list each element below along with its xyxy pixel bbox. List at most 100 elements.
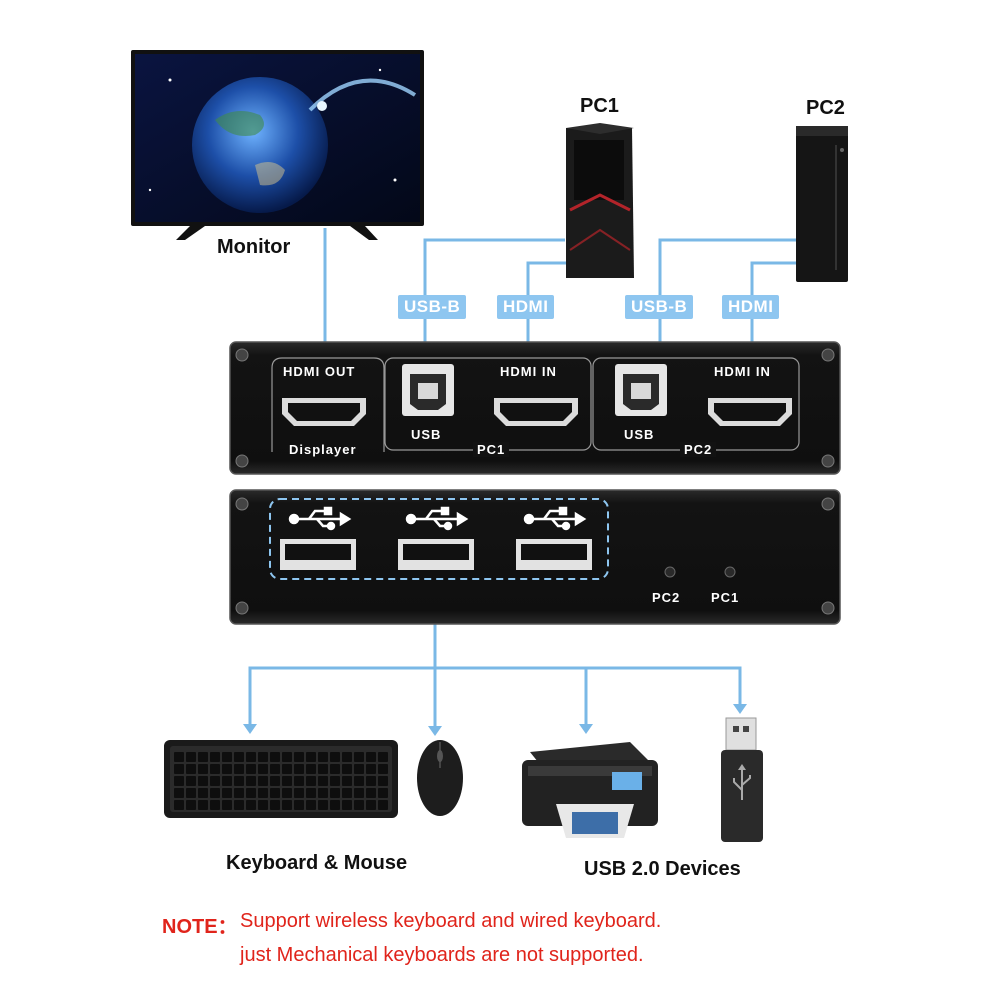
cable-pc1-hdmi <box>526 261 575 375</box>
keyboard-key <box>366 764 376 774</box>
keyboard-key <box>318 800 328 810</box>
usb-flash-drive-illustration <box>721 717 763 842</box>
keyboard-key <box>330 752 340 762</box>
usb-symbols <box>288 506 587 531</box>
tag-pc2-usb-b: USB-B <box>625 295 694 319</box>
keyboard-key <box>174 764 184 774</box>
keyboard-key <box>270 752 280 762</box>
keyboard-key <box>318 776 328 786</box>
keyboard-key <box>294 764 304 774</box>
keyboard-key <box>330 800 340 810</box>
keyboard-key <box>306 800 316 810</box>
keyboard-key <box>318 764 328 774</box>
keyboard-key <box>294 752 304 762</box>
keyboard-key <box>342 752 352 762</box>
usb-devices-label: USB 2.0 Devices <box>584 858 741 880</box>
keyboard-key <box>354 752 364 762</box>
keyboard-key <box>318 752 328 762</box>
pc2-hdmi-in-label: HDMI IN <box>714 364 771 379</box>
keyboard-key <box>270 800 280 810</box>
led-pc2-label: PC2 <box>652 590 681 605</box>
keyboard-key <box>378 752 388 762</box>
mouse-illustration <box>417 740 463 816</box>
keyboard-key <box>210 752 220 762</box>
keyboard-key <box>186 764 196 774</box>
led-pc1-label: PC1 <box>711 590 740 605</box>
keyboard-key <box>294 776 304 786</box>
keyboard-key <box>354 776 364 786</box>
printer-illustration <box>522 742 658 838</box>
keyboard-key <box>354 788 364 798</box>
keyboard-illustration <box>164 740 398 818</box>
keyboard-key <box>282 752 292 762</box>
keyboard-key <box>330 764 340 774</box>
keyboard-key <box>198 788 208 798</box>
keyboard-key <box>306 776 316 786</box>
hdmi-out-label: HDMI OUT <box>283 364 356 379</box>
keyboard-key <box>222 776 232 786</box>
keyboard-key <box>342 764 352 774</box>
keyboard-key <box>258 764 268 774</box>
keyboard-key <box>282 800 292 810</box>
keyboard-key <box>210 800 220 810</box>
keyboard-key <box>378 800 388 810</box>
note-line-2: just Mechanical keyboards are not suppor… <box>240 944 644 966</box>
keyboard-key <box>354 764 364 774</box>
keyboard-key <box>306 788 316 798</box>
keyboard-key <box>306 752 316 762</box>
pc1-label: PC1 <box>580 95 619 117</box>
keyboard-key <box>222 764 232 774</box>
keyboard-key <box>282 764 292 774</box>
keyboard-key <box>342 776 352 786</box>
keyboard-key <box>330 788 340 798</box>
tag-pc1-hdmi: HDMI <box>497 295 555 319</box>
keyboard-key <box>174 788 184 798</box>
cable-arrows <box>243 704 747 736</box>
keyboard-key <box>258 788 268 798</box>
keyboard-key <box>318 788 328 798</box>
pc2-tower-illustration <box>796 126 848 282</box>
keyboard-key <box>198 752 208 762</box>
keyboard-key <box>234 800 244 810</box>
keyboard-key <box>354 800 364 810</box>
keyboard-key <box>234 788 244 798</box>
keyboard-key <box>174 776 184 786</box>
keyboard-key <box>258 800 268 810</box>
keyboard-key <box>234 752 244 762</box>
keyboard-key <box>246 776 256 786</box>
keyboard-key <box>186 800 196 810</box>
keyboard-key <box>378 788 388 798</box>
pc1-hdmi-in-label: HDMI IN <box>500 364 557 379</box>
kvm-front-panel <box>229 489 841 625</box>
cable-usb-hub-distribution <box>248 666 742 726</box>
keyboard-key <box>258 776 268 786</box>
keyboard-key <box>330 776 340 786</box>
pc2-group-label: PC2 <box>680 442 717 457</box>
keyboard-key <box>246 764 256 774</box>
cable-pc2-hdmi <box>750 261 812 375</box>
pc1-tower-illustration <box>566 123 634 278</box>
keyboard-key <box>342 788 352 798</box>
keyboard-key <box>282 788 292 798</box>
cable-pc2-usb <box>658 238 805 363</box>
monitor-illustration <box>131 50 424 240</box>
keyboard-key <box>366 776 376 786</box>
tag-pc1-usb-b: USB-B <box>398 295 467 319</box>
keyboard-key <box>270 776 280 786</box>
cable-pc1-usb <box>423 238 565 363</box>
keyboard-key <box>198 764 208 774</box>
keyboard-key <box>186 752 196 762</box>
keyboard-key <box>174 800 184 810</box>
keyboard-key <box>270 788 280 798</box>
keyboard-key <box>270 764 280 774</box>
keyboard-key <box>222 800 232 810</box>
keyboard-key <box>366 752 376 762</box>
keyboard-key <box>246 752 256 762</box>
keyboard-key <box>378 776 388 786</box>
keyboard-key <box>222 752 232 762</box>
keyboard-key <box>378 764 388 774</box>
keyboard-key <box>234 776 244 786</box>
note-line-1: Support wireless keyboard and wired keyb… <box>240 910 662 932</box>
pc2-usb-label: USB <box>624 427 655 442</box>
keyboard-key <box>210 776 220 786</box>
